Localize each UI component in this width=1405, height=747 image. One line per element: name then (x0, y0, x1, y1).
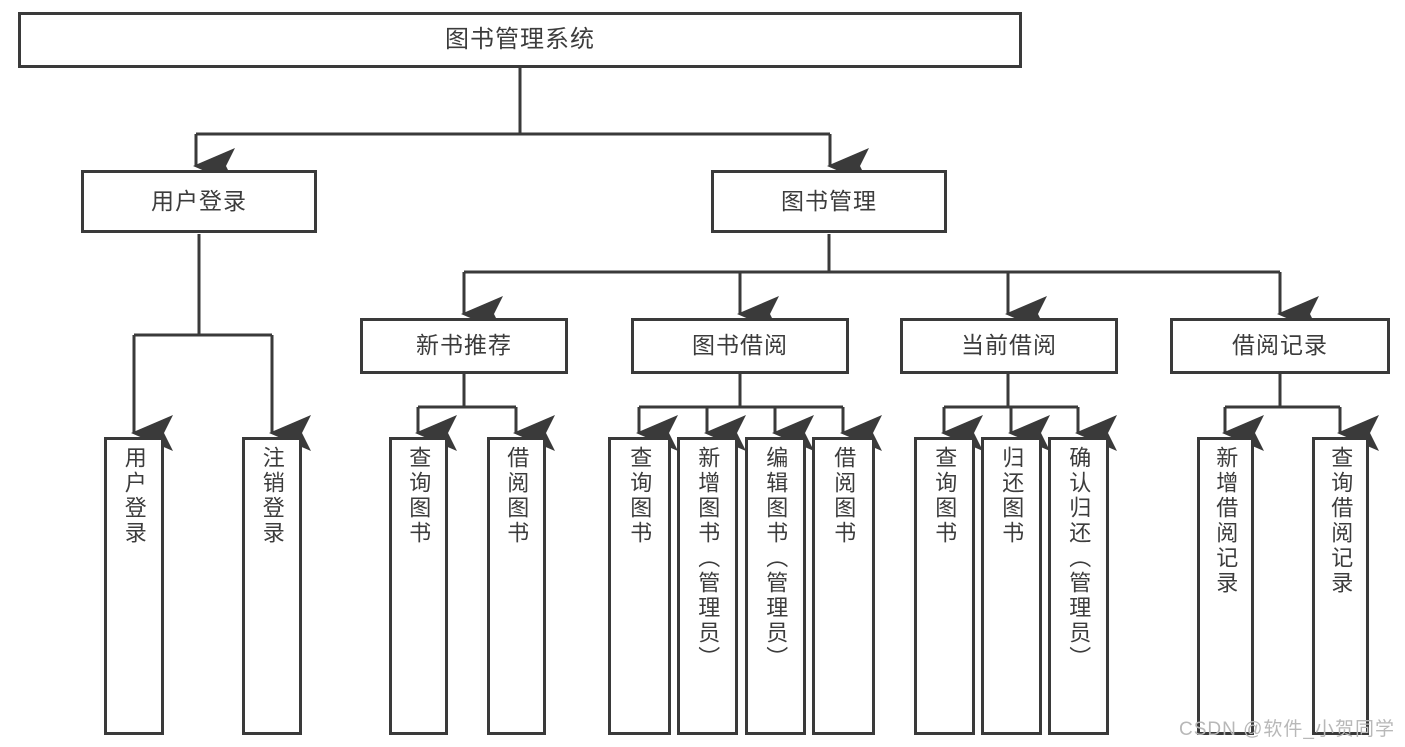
node-label: 借阅图书 (504, 446, 530, 546)
node-label: 图书管理系统 (445, 25, 595, 53)
node-user-login[interactable]: 用户登录 (81, 170, 317, 233)
node-label: 查询借阅记录 (1328, 446, 1354, 596)
node-borrow-record[interactable]: 借阅记录 (1170, 318, 1390, 374)
node-label: 查询图书 (406, 446, 432, 546)
leaf-current-borrow-query-book[interactable]: 查询图书 (914, 437, 975, 735)
node-new-book-recommend[interactable]: 新书推荐 (360, 318, 568, 374)
node-label: 用户登录 (151, 187, 247, 214)
leaf-book-borrow-add-book-admin[interactable]: 新增图书（管理员） (677, 437, 738, 735)
node-label: 编辑图书（管理员） (763, 446, 789, 671)
node-label: 新增借阅记录 (1213, 446, 1239, 596)
node-label: 新书推荐 (416, 332, 512, 359)
csdn-watermark: CSDN @软件_小贺同学 (1179, 719, 1395, 740)
node-label: 借阅记录 (1232, 332, 1328, 359)
node-label: 注销登录 (259, 446, 285, 546)
node-label: 借阅图书 (831, 446, 857, 546)
leaf-current-borrow-return-book[interactable]: 归还图书 (981, 437, 1042, 735)
node-book-borrow[interactable]: 图书借阅 (631, 318, 849, 374)
leaf-new-book-borrow-book[interactable]: 借阅图书 (487, 437, 546, 735)
leaf-user-login-logout[interactable]: 注销登录 (242, 437, 302, 735)
node-label: 当前借阅 (961, 332, 1057, 359)
node-label: 查询图书 (627, 446, 653, 546)
leaf-book-borrow-query-book[interactable]: 查询图书 (608, 437, 671, 735)
node-label: 用户登录 (121, 446, 147, 546)
node-label: 归还图书 (999, 446, 1025, 546)
node-label: 新增图书（管理员） (695, 446, 721, 671)
leaf-borrow-record-query-record[interactable]: 查询借阅记录 (1312, 437, 1369, 735)
leaf-book-borrow-edit-book-admin[interactable]: 编辑图书（管理员） (745, 437, 806, 735)
leaf-user-login-login[interactable]: 用户登录 (104, 437, 164, 735)
leaf-borrow-record-add-record[interactable]: 新增借阅记录 (1197, 437, 1254, 735)
node-label: 图书管理 (781, 187, 877, 214)
leaf-current-borrow-confirm-return-admin[interactable]: 确认归还（管理员） (1048, 437, 1109, 735)
node-book-management[interactable]: 图书管理 (711, 170, 947, 233)
leaf-book-borrow-borrow-book[interactable]: 借阅图书 (812, 437, 875, 735)
node-label: 查询图书 (932, 446, 958, 546)
leaf-new-book-query-book[interactable]: 查询图书 (389, 437, 448, 735)
node-current-borrow[interactable]: 当前借阅 (900, 318, 1118, 374)
node-root-book-management-system[interactable]: 图书管理系统 (18, 12, 1022, 68)
node-label: 图书借阅 (692, 332, 788, 359)
node-label: 确认归还（管理员） (1066, 446, 1092, 671)
